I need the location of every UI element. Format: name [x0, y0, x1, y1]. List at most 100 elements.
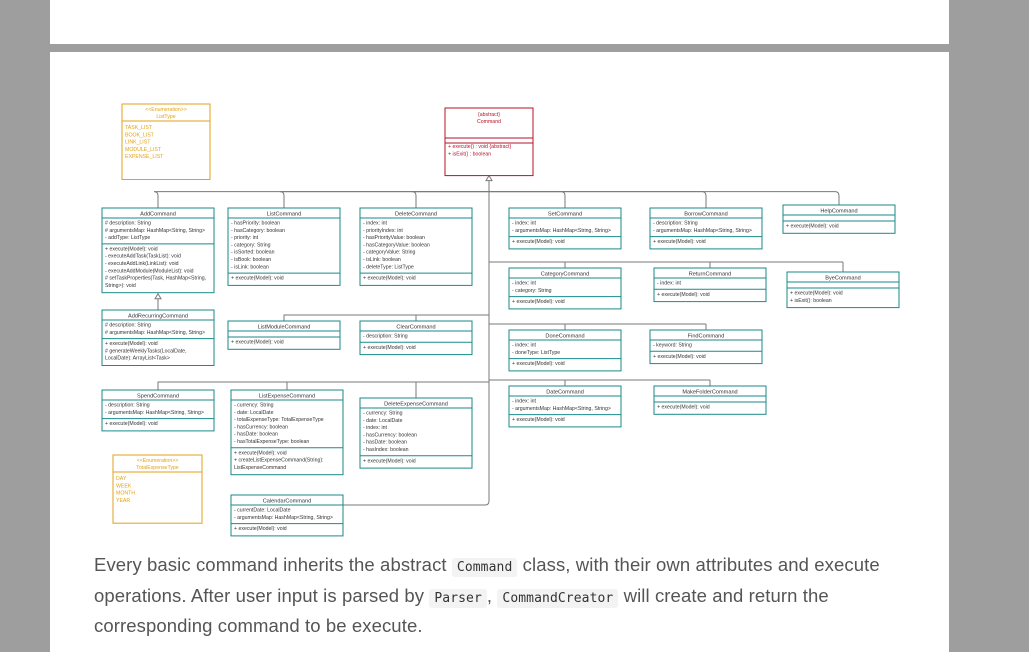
method: - executeAddTask(TaskList): void	[105, 254, 181, 260]
class-donecommand-name: DoneCommand	[545, 334, 584, 340]
attribute: - index: int	[512, 281, 536, 287]
enum-stereotype: <<Enumeration>>	[145, 107, 187, 113]
method: LocalDate): ArrayList<Task>	[105, 356, 170, 362]
class-borrowcommand: BorrowCommand- description: String- argu…	[649, 207, 763, 250]
method: + execute(Model): void	[657, 292, 710, 298]
class-findcommand-frame	[649, 329, 763, 365]
attribute: - description: String	[105, 403, 150, 409]
inheritance-arrowhead	[485, 174, 493, 182]
class-listexpensecommand-name: ListExpenseCommand	[259, 394, 315, 400]
enum-value: MONTH	[116, 491, 135, 497]
method: + execute(Model): void	[653, 354, 706, 360]
class-listmodulecommand-name: ListModuleCommand	[258, 325, 311, 331]
attribute: - category: String	[512, 288, 552, 294]
attribute: - keyword: String	[653, 343, 692, 349]
abstract-command-class: {abstract}Command+ execute() : void {abs…	[444, 107, 534, 177]
attribute: - index: int	[363, 425, 387, 431]
class-listmodulecommand-frame	[227, 320, 341, 350]
method: String>): void	[105, 283, 136, 289]
class-makefoldercommand: MakeFolderCommand+ execute(Model): void	[653, 385, 767, 415]
method: - executeAddLink(LinkList): void	[105, 261, 179, 267]
method: + execute(Model): void	[363, 345, 416, 351]
attribute: - isLink: boolean	[231, 264, 269, 270]
attribute: - category: String	[231, 242, 271, 248]
class-spendcommand-name: SpendCommand	[137, 394, 179, 400]
method: + execute(Model): void	[105, 246, 158, 252]
attribute: - hasIndex: boolean	[363, 447, 409, 453]
attribute: - priority: int	[231, 235, 259, 241]
attribute: # description: String	[105, 323, 151, 329]
abstract-stereotype: {abstract}	[478, 112, 500, 118]
class-listcommand-name: ListCommand	[267, 212, 302, 218]
attribute: - argumentsMap: HashMap<String, String>	[512, 406, 611, 412]
class-helpcommand-frame	[782, 204, 896, 234]
class-returncommand-frame	[653, 267, 767, 303]
attribute: - isSorted: boolean	[231, 250, 275, 256]
class-byecommand: ByeCommand+ execute(Model): void+ isExit…	[786, 271, 900, 309]
attribute: - hasPriority: boolean	[231, 221, 280, 227]
attribute: # argumentsMap: HashMap<String, String>	[105, 228, 205, 234]
method: + execute(Model): void	[105, 341, 158, 347]
attribute: - currency: String	[234, 403, 274, 409]
enum-stereotype: <<Enumeration>>	[137, 458, 179, 464]
class-addcommand-frame	[101, 207, 215, 294]
command-code: Command	[451, 558, 518, 577]
diagram-caption: Every basic command inherits the abstrac…	[94, 551, 914, 640]
attribute: - index: int	[512, 221, 536, 227]
class-deletecommand-name: DeleteCommand	[395, 212, 437, 218]
class-listexpensecommand: ListExpenseCommand- currency: String- da…	[230, 389, 344, 476]
attribute: - index: int	[512, 343, 536, 349]
class-spendcommand: SpendCommand- description: String- argum…	[101, 389, 215, 432]
attribute: - hasDate: boolean	[363, 440, 407, 446]
enum-name: TotalExpenseType	[136, 465, 179, 471]
abstract-method: + isExit() : boolean	[448, 151, 491, 157]
class-clearcommand: ClearCommand- description: String+ execu…	[359, 320, 473, 356]
commandcreator-code: CommandCreator	[497, 588, 619, 608]
class-byecommand-frame	[786, 271, 900, 309]
attribute: - hasPriorityValue: boolean	[363, 235, 425, 241]
class-donecommand-frame	[508, 329, 622, 372]
class-setcommand: SetCommand- index: int- argumentsMap: Ha…	[508, 207, 622, 250]
attribute: - description: String	[653, 221, 698, 227]
class-setcommand-name: SetCommand	[548, 212, 582, 218]
attribute: - hasDate: boolean	[234, 432, 278, 438]
enum-value: BOOK_LIST	[125, 132, 155, 138]
method: + execute(Model): void	[653, 239, 706, 245]
attribute: - description: String	[363, 334, 408, 340]
method: # generateWeeklyTasks(LocalDate,	[105, 348, 187, 354]
method: + execute(Model): void	[786, 224, 839, 230]
method: # setTaskProperties(Task, HashMap<String…	[105, 276, 206, 282]
connector-listmodulecommand	[283, 314, 489, 321]
method: + execute(Model): void	[234, 450, 287, 456]
method: + execute(Model): void	[234, 526, 287, 532]
connector-helpcommand	[489, 191, 840, 205]
method: + execute(Model): void	[512, 239, 565, 245]
class-addcommand-name: AddCommand	[140, 212, 176, 218]
class-makefoldercommand-frame	[653, 385, 767, 415]
attribute: - addType: ListType	[105, 235, 150, 241]
attribute: - hasCurrency: boolean	[363, 432, 417, 438]
class-datecommand-frame	[508, 385, 622, 428]
method: + execute(Model): void	[512, 361, 565, 367]
connector-setcommand	[489, 191, 566, 208]
enum-value: MODULE_LIST	[125, 147, 162, 153]
method: + execute(Model): void	[512, 299, 565, 305]
attribute: - isBook: boolean	[231, 257, 271, 263]
class-findcommand: FindCommand- keyword: String+ execute(Mo…	[649, 329, 763, 365]
class-listcommand-frame	[227, 207, 341, 286]
inheritance-connectors	[153, 174, 844, 506]
class-deletecommand: DeleteCommand- index: int- priorityIndex…	[359, 207, 473, 286]
class-makefoldercommand-name: MakeFolderCommand	[682, 390, 737, 396]
attribute: - hasCategoryValue: boolean	[363, 242, 430, 248]
class-datecommand-name: DateCommand	[546, 390, 584, 396]
attribute: # argumentsMap: HashMap<String, String>	[105, 330, 205, 336]
abstract-method: + execute() : void {abstract}	[448, 144, 512, 150]
class-deleteexpensecommand: DeleteExpenseCommand- currency: String- …	[359, 397, 473, 469]
connector-spendcommand	[157, 381, 489, 390]
method: + execute(Model): void	[790, 291, 843, 297]
class-listexpensecommand-frame	[230, 389, 344, 476]
attribute: - index: int	[512, 399, 536, 405]
inheritance-arrowhead	[154, 292, 162, 300]
method: + execute(Model): void	[231, 340, 284, 346]
